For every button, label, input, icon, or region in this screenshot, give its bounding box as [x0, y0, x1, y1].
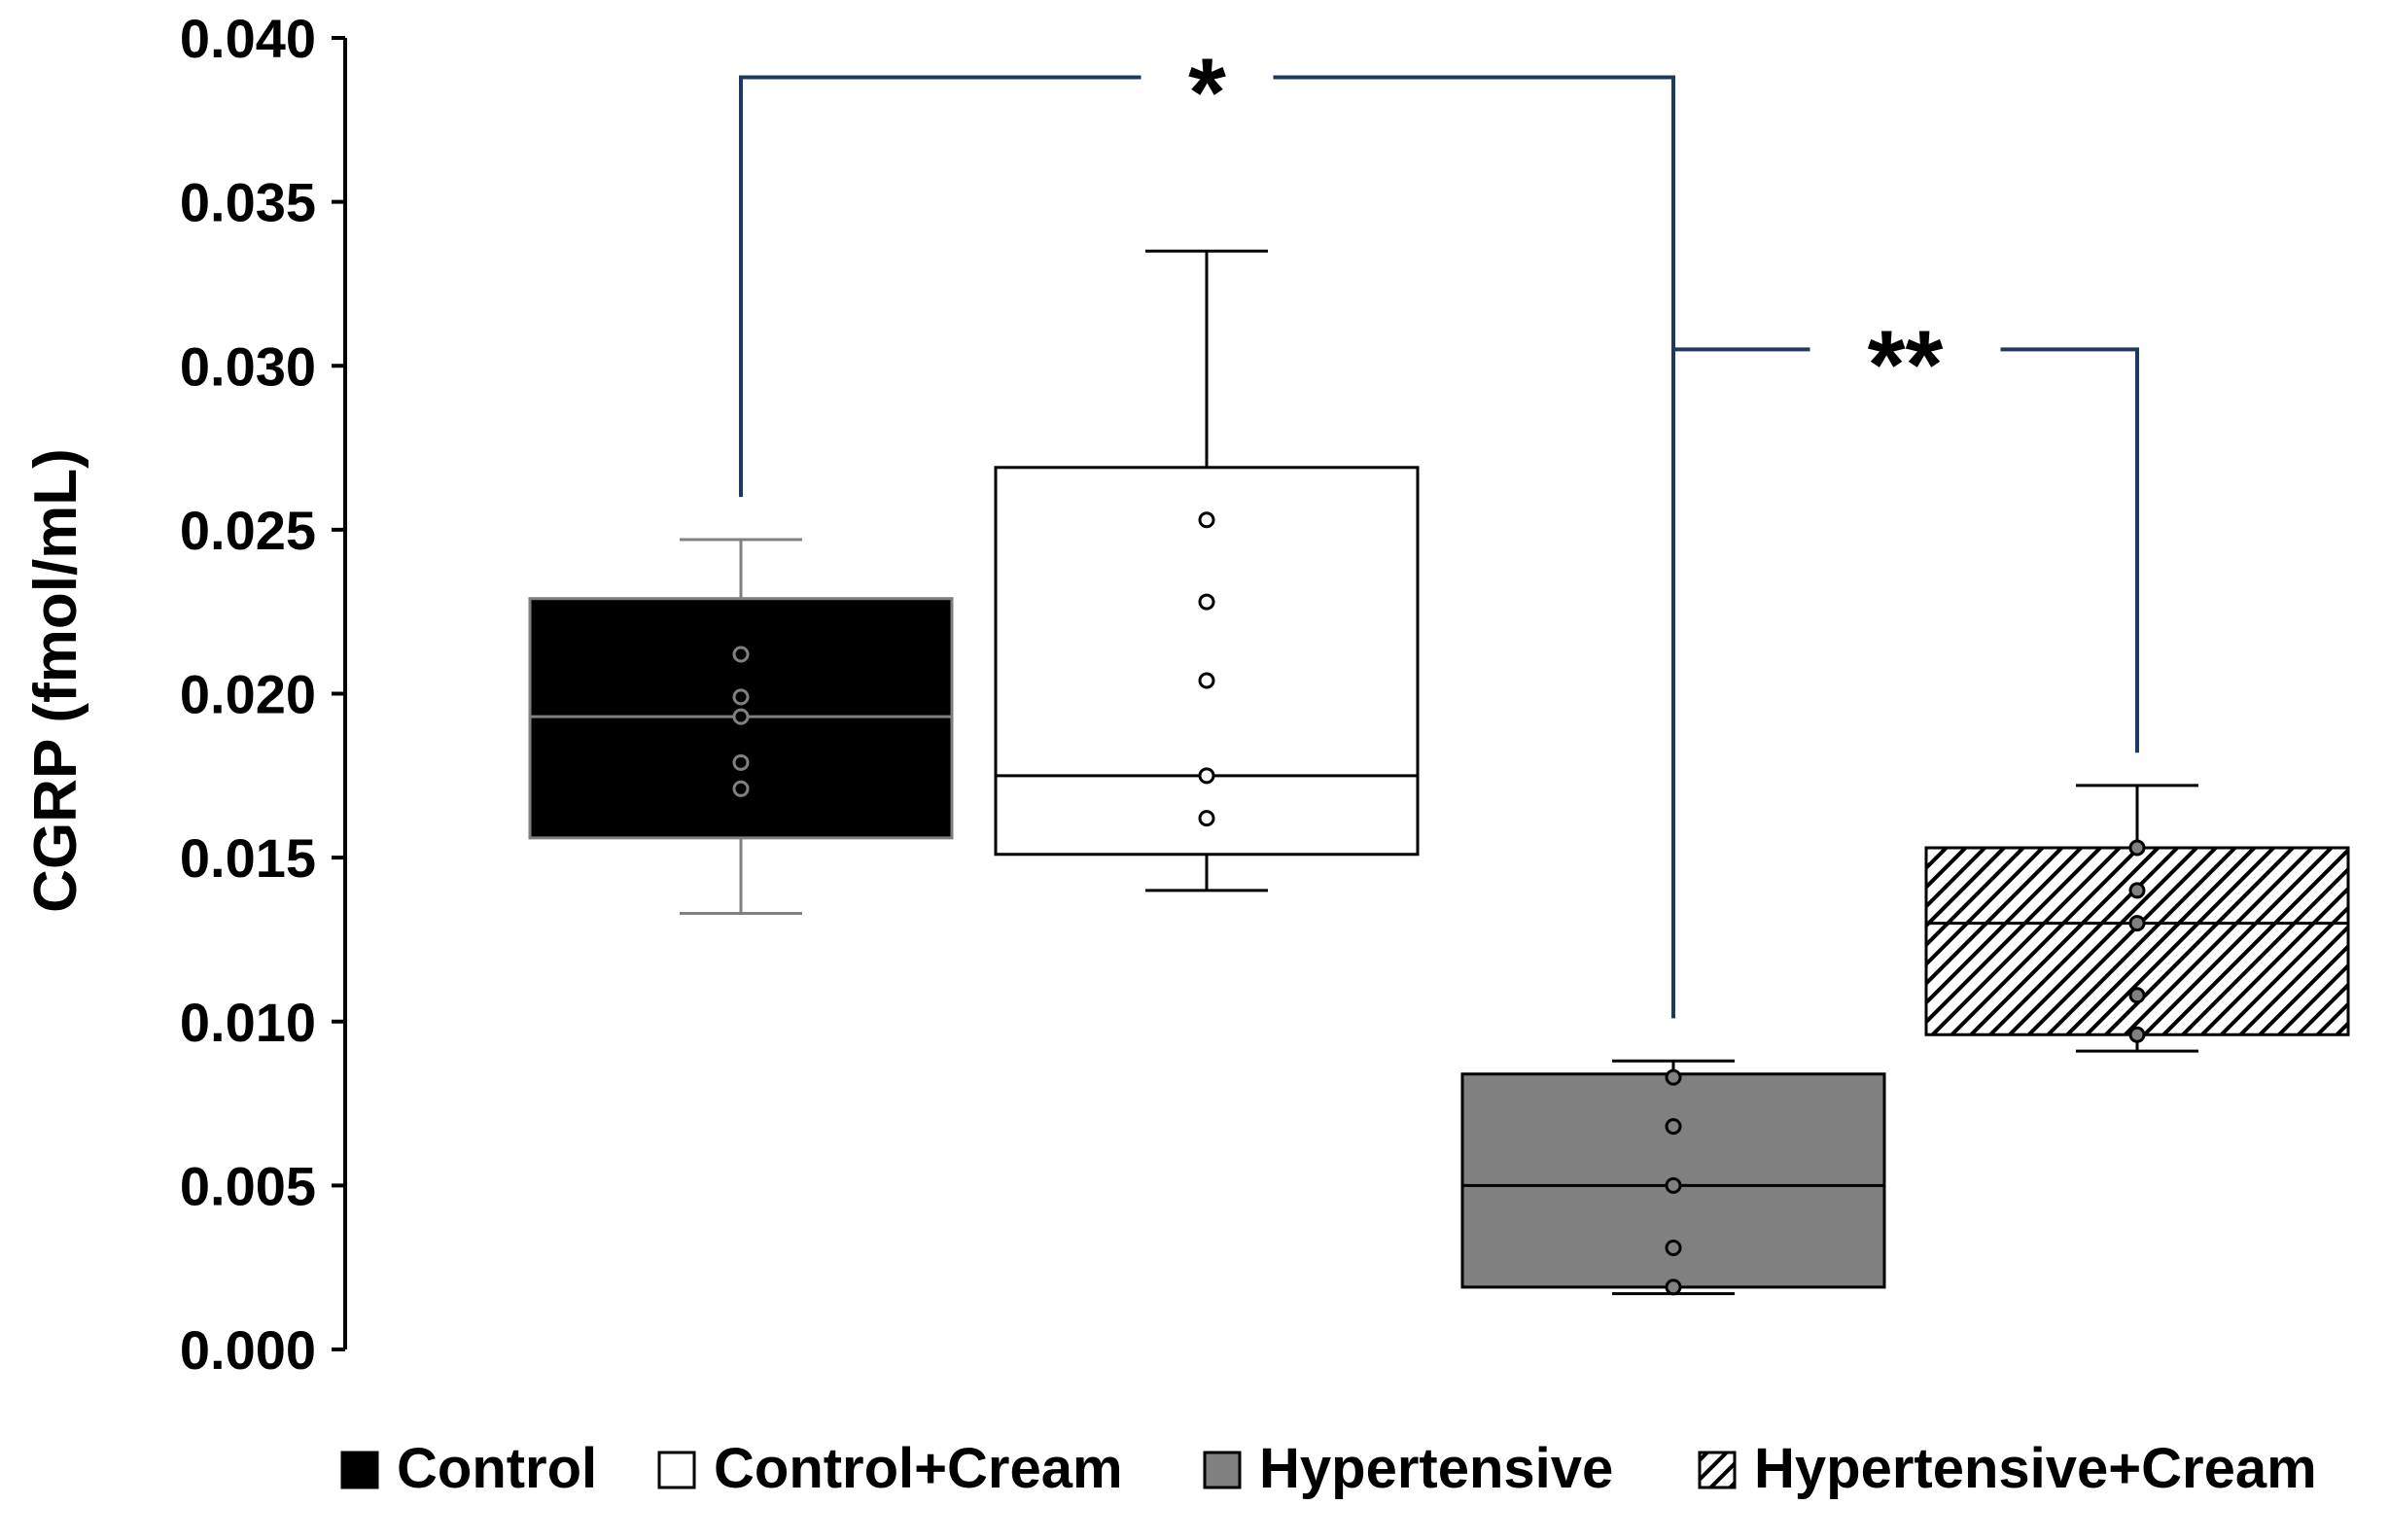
y-tick-label: 0.015	[180, 827, 316, 889]
iqr-box	[994, 466, 1420, 857]
data-point	[1665, 1176, 1682, 1194]
data-point	[732, 753, 750, 771]
y-tick-label: 0.035	[180, 172, 316, 233]
legend-item: Hypertensive	[1203, 1437, 1613, 1500]
legend-label: Control	[397, 1437, 597, 1500]
y-tick-label: 0.005	[180, 1155, 316, 1216]
data-point	[1665, 1278, 1682, 1296]
box-control	[528, 538, 954, 915]
y-tick-label: 0.000	[180, 1319, 316, 1381]
data-point	[1665, 1239, 1682, 1256]
data-point	[732, 646, 750, 663]
data-point	[732, 780, 750, 797]
legend-swatch	[1203, 1451, 1242, 1489]
y-tick-label: 0.030	[180, 335, 316, 397]
y-tick-label: 0.025	[180, 500, 316, 561]
box-hypertensive-plus-cream	[1924, 784, 2350, 1053]
bracket-right	[2000, 347, 2139, 753]
data-point	[1198, 672, 1215, 689]
box-hypertensive	[1460, 1059, 1886, 1296]
data-point	[732, 708, 750, 725]
box-control-plus-cream	[994, 249, 1420, 892]
data-point	[2128, 915, 2146, 932]
legend-label: Hypertensive	[1259, 1437, 1613, 1500]
bracket-left	[1671, 77, 1810, 352]
data-point	[1198, 810, 1215, 827]
data-point	[2128, 839, 2146, 857]
legend-label: Control+Cream	[714, 1437, 1123, 1500]
significance-label: **	[1868, 310, 1944, 419]
legend-swatch	[340, 1451, 379, 1489]
iqr-box	[1924, 846, 2350, 1036]
legend-item: Hypertensive+Cream	[1698, 1437, 2317, 1500]
data-point	[2128, 882, 2146, 899]
box-series	[528, 249, 2350, 1296]
y-tick-label: 0.010	[180, 992, 316, 1053]
data-point	[2128, 1026, 2146, 1043]
y-tick-label: 0.040	[180, 8, 316, 69]
y-tick-label: 0.020	[180, 664, 316, 725]
legend: Control Control+Cream Hypertensive Hyperten…	[340, 1437, 2317, 1500]
data-point	[1198, 593, 1215, 611]
legend-swatch	[657, 1451, 696, 1489]
data-point	[1665, 1118, 1682, 1136]
y-axis: 0.000 0.005 0.010 0.015 0.020 0.025 0.030 0.035…	[180, 8, 347, 1381]
legend-item: Control+Cream	[657, 1437, 1123, 1500]
legend-item: Control	[340, 1437, 597, 1500]
data-point	[1198, 511, 1215, 529]
data-point	[1665, 1068, 1682, 1086]
bracket-left	[739, 75, 1142, 498]
significance-brackets: ***	[739, 38, 2139, 1019]
significance-bracket: **	[1671, 77, 2139, 753]
y-axis-label: CGRP (fmol/mL)	[22, 448, 89, 913]
data-point	[1198, 767, 1215, 785]
data-point	[2128, 987, 2146, 1004]
legend-label: Hypertensive+Cream	[1754, 1437, 2317, 1500]
significance-label: *	[1188, 38, 1226, 147]
legend-swatch	[1698, 1451, 1737, 1489]
data-point	[732, 688, 750, 706]
